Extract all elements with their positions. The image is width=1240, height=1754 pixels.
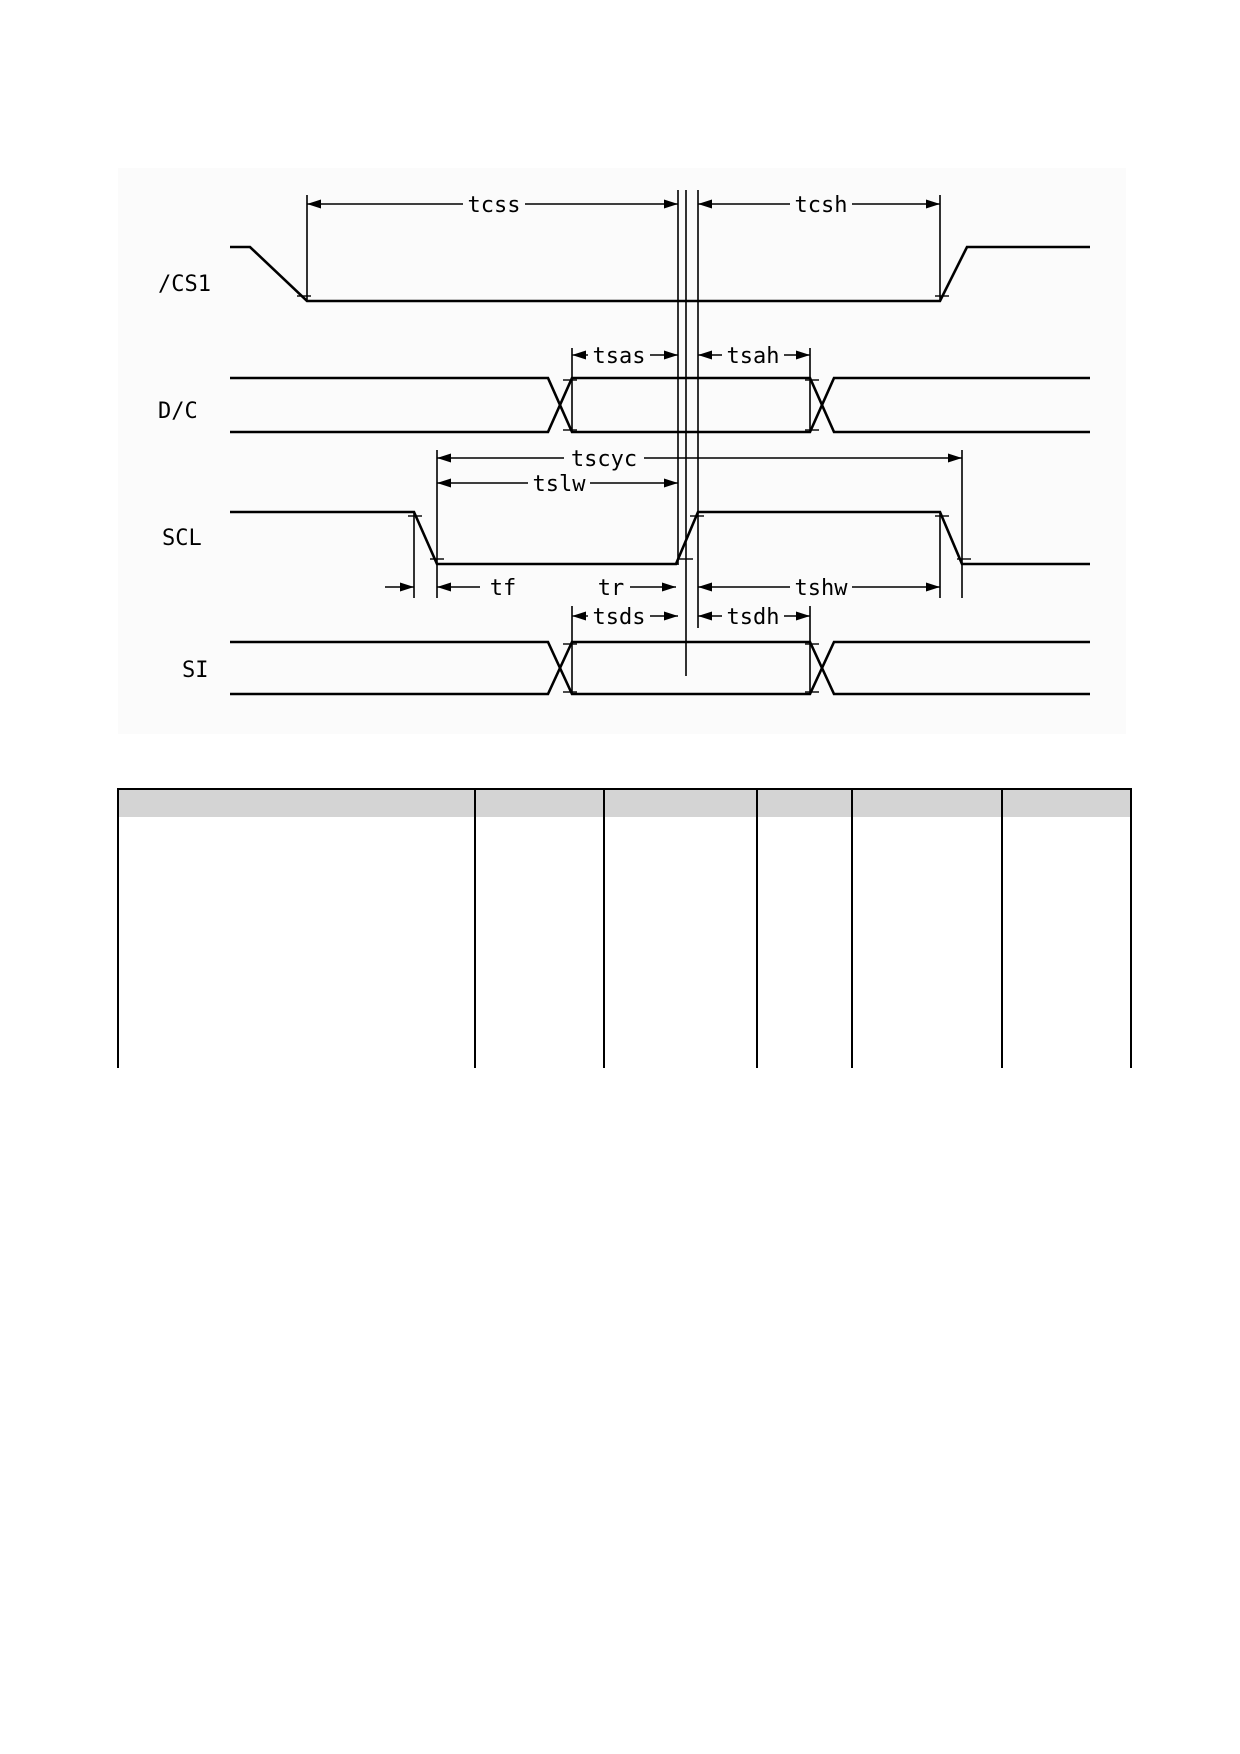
table-cell bbox=[474, 817, 605, 1068]
timing-diagram: /CS1 D/C SCL SI bbox=[158, 190, 1090, 696]
signal-label-cs1: /CS1 bbox=[158, 272, 211, 297]
dim-tcsh bbox=[698, 199, 940, 209]
waveform-dc bbox=[230, 376, 1090, 434]
table-row bbox=[117, 817, 1132, 1068]
table-header-cell bbox=[851, 788, 1003, 817]
dim-tcss bbox=[307, 199, 678, 209]
table-header-row bbox=[117, 788, 1132, 817]
label-tsds: tsds bbox=[593, 605, 646, 630]
waveform-scl bbox=[230, 510, 1090, 566]
table-cell bbox=[756, 817, 853, 1068]
table-cell bbox=[851, 817, 1003, 1068]
label-tscyc: tscyc bbox=[571, 447, 637, 472]
label-tcsh: tcsh bbox=[795, 193, 848, 218]
table-header-cell bbox=[756, 788, 853, 817]
table-header-cell bbox=[1001, 788, 1132, 817]
label-tslw: tslw bbox=[533, 472, 587, 497]
label-tcss: tcss bbox=[468, 193, 521, 218]
dim-tf bbox=[385, 582, 480, 592]
timing-spec-table bbox=[117, 788, 1132, 1068]
signal-label-scl: SCL bbox=[162, 526, 202, 551]
label-tsas: tsas bbox=[593, 344, 646, 369]
table-cell bbox=[1001, 817, 1132, 1068]
dim-tsdh bbox=[698, 611, 810, 621]
label-tf: tf bbox=[490, 576, 517, 601]
dim-tsas bbox=[572, 350, 678, 360]
table-header-cell bbox=[117, 788, 476, 817]
label-tsdh: tsdh bbox=[727, 605, 780, 630]
waveform-cs1 bbox=[230, 245, 1090, 303]
table-header-cell bbox=[474, 788, 605, 817]
table-cell bbox=[117, 817, 476, 1068]
dim-tscyc bbox=[437, 453, 962, 463]
table-header-cell bbox=[603, 788, 758, 817]
signal-label-dc: D/C bbox=[158, 399, 198, 424]
dim-tsds bbox=[572, 611, 678, 621]
dim-tr bbox=[630, 582, 676, 592]
label-tr: tr bbox=[598, 576, 625, 601]
reference-lines bbox=[306, 190, 963, 694]
waveform-si bbox=[230, 640, 1090, 696]
label-tshw: tshw bbox=[795, 576, 849, 601]
dim-tshw bbox=[698, 582, 940, 592]
signal-label-si: SI bbox=[182, 658, 209, 683]
label-tsah: tsah bbox=[727, 344, 780, 369]
dim-tslw bbox=[437, 478, 678, 488]
dim-tsah bbox=[698, 350, 810, 360]
table-cell bbox=[603, 817, 758, 1068]
